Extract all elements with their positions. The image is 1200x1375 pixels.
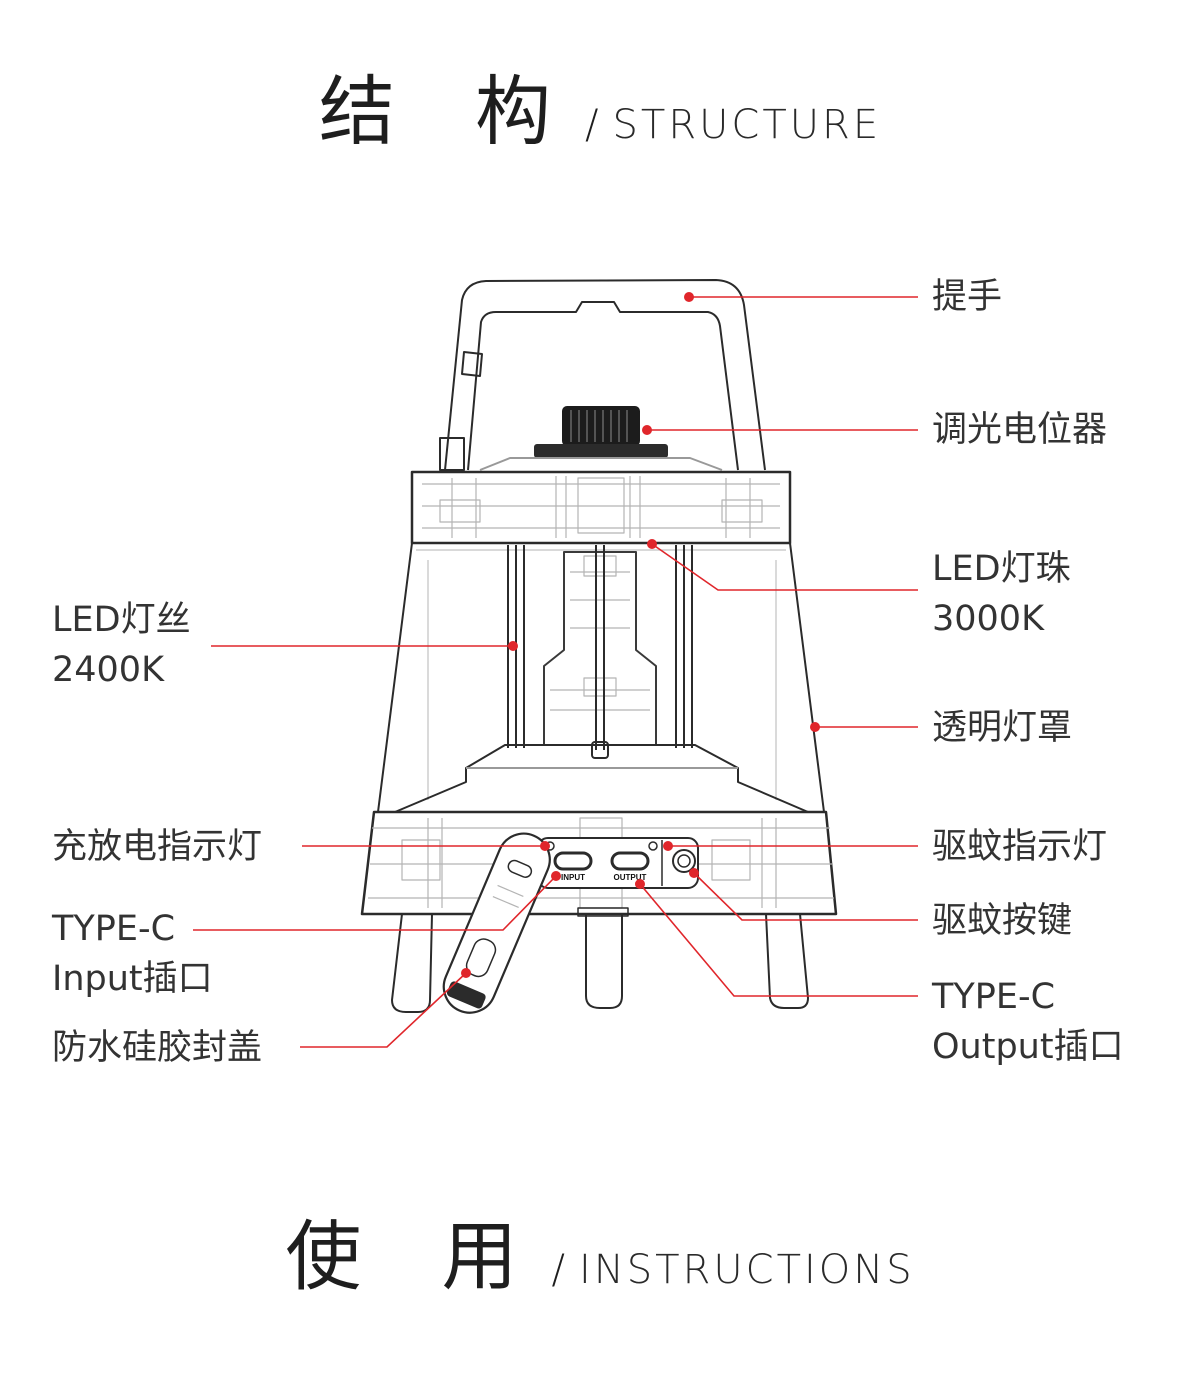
dot-typec-output — [635, 879, 645, 889]
label-led-filament-line2: 2400K — [52, 650, 165, 690]
structure-heading-zh: 结 构 — [318, 67, 580, 156]
output-port — [610, 851, 650, 871]
instructions-heading: 使 用 / INSTRUCTIONS — [0, 1195, 1200, 1305]
dot-clear-shade — [810, 722, 820, 732]
top-cap — [410, 470, 792, 545]
handle-hinge — [439, 437, 465, 471]
label-led-bead: LED灯珠 3000K — [932, 544, 1071, 644]
instructions-heading-slash: / — [551, 1247, 566, 1293]
leader-led-bead — [651, 543, 918, 591]
label-typec-input-line2: Input插口 — [52, 959, 213, 999]
leg-right — [765, 913, 809, 1009]
waterproof-silicone-cover — [442, 832, 551, 1014]
dot-typec-input — [551, 871, 561, 881]
dot-handle — [684, 292, 694, 302]
label-typec-output: TYPE-C Output插口 — [932, 972, 1124, 1072]
label-waterproof-cover: 防水硅胶封盖 — [52, 1028, 263, 1068]
label-led-filament: LED灯丝 2400K — [52, 595, 191, 695]
label-led-bead-line1: LED灯珠 — [932, 549, 1071, 589]
leader-typec-input — [193, 875, 557, 931]
label-charge-indicator: 充放电指示灯 — [52, 827, 263, 867]
dimmer-base — [534, 444, 668, 458]
structure-heading-en: STRUCTURE — [612, 102, 882, 148]
instructions-heading-zh: 使 用 — [285, 1212, 546, 1301]
leader-dots — [461, 292, 820, 978]
instructions-heading-en: INSTRUCTIONS — [579, 1247, 915, 1293]
handle-inner — [467, 301, 739, 471]
input-port — [553, 851, 593, 871]
leader-lines — [193, 296, 918, 1048]
center-rod — [595, 545, 605, 750]
dot-led-bead — [647, 539, 657, 549]
dot-charge-indicator — [540, 841, 550, 851]
structure-heading: 结 构 / STRUCTURE — [0, 50, 1200, 160]
top-cap-ghost-lines — [422, 476, 780, 538]
knob-ridges — [570, 410, 628, 442]
rod-tip — [591, 741, 609, 759]
label-typec-input-line1: TYPE-C — [52, 909, 176, 949]
dot-repellent-indicator — [663, 841, 673, 851]
repellent-button-core — [677, 854, 691, 868]
label-led-filament-line1: LED灯丝 — [52, 600, 191, 640]
label-clear-shade: 透明灯罩 — [932, 708, 1073, 748]
clear-shade — [377, 542, 825, 813]
shade-ghost-lines — [416, 549, 786, 800]
leg-middle — [585, 914, 623, 1009]
lantern-drawing — [360, 279, 838, 1014]
structure-heading-slash: / — [585, 102, 599, 148]
handle-clip — [461, 351, 483, 377]
label-repellent-button: 驱蚊按键 — [932, 901, 1073, 941]
led-column-ghost — [550, 555, 650, 711]
dot-repellent-button — [689, 868, 699, 878]
led-column — [543, 551, 657, 746]
top-dome — [479, 457, 723, 471]
repellent-indicator-led — [648, 841, 658, 851]
repellent-button-ring — [672, 849, 696, 873]
leg-middle-cap — [577, 907, 629, 917]
leg-left — [391, 913, 433, 1013]
port-text-labels: INPUT OUTPUT — [561, 873, 647, 882]
label-handle: 提手 — [932, 277, 1003, 317]
label-led-bead-line2: 3000K — [932, 599, 1045, 639]
label-dimmer: 调光电位器 — [932, 410, 1108, 450]
label-typec-output-line2: Output插口 — [932, 1027, 1124, 1067]
leader-repellent-button — [693, 872, 918, 921]
label-typec-input: TYPE-C Input插口 — [52, 904, 213, 1004]
handle-outer — [444, 279, 766, 471]
input-port-text: INPUT — [561, 873, 585, 882]
dot-led-filament — [508, 641, 518, 651]
output-port-text: OUTPUT — [614, 873, 647, 882]
leader-typec-output — [639, 883, 918, 997]
base-housing — [360, 810, 838, 916]
label-typec-output-line1: TYPE-C — [932, 977, 1056, 1017]
leader-waterproof-cover — [300, 972, 467, 1048]
dot-dimmer — [642, 425, 652, 435]
base-dome — [394, 744, 809, 813]
dot-waterproof-cover — [461, 968, 471, 978]
label-repellent-indicator: 驱蚊指示灯 — [932, 827, 1108, 867]
